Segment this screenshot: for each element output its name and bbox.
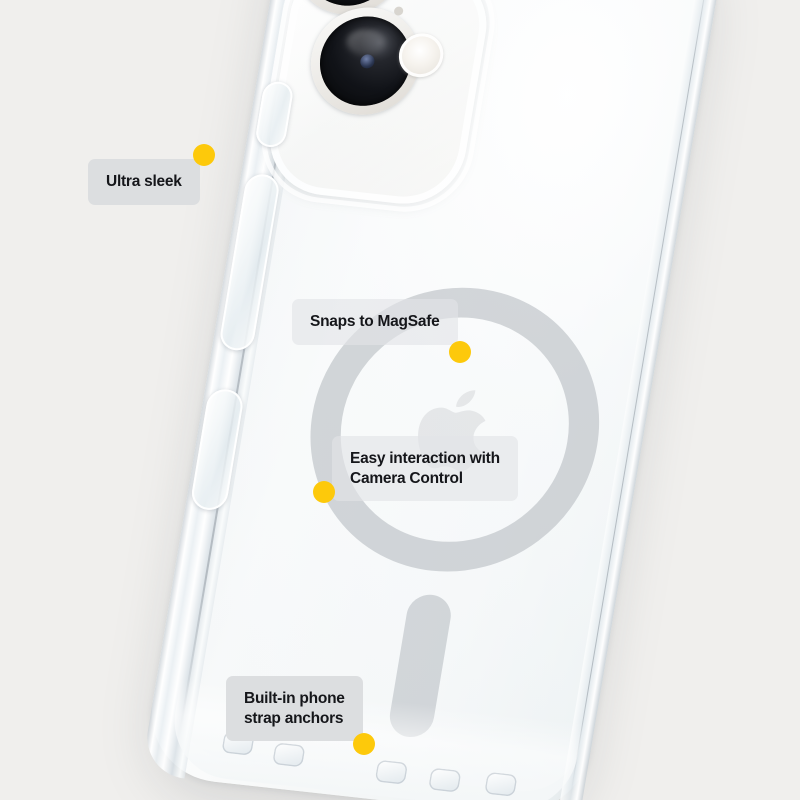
strap-anchor-cutout: [428, 767, 462, 793]
lens-iris: [358, 53, 376, 69]
callout-label-snaps-to-magsafe: Snaps to MagSafe: [292, 299, 458, 345]
strap-anchor-cutout: [272, 742, 306, 768]
strap-anchor-cutout: [484, 771, 518, 797]
callout-dot-strap-anchors[interactable]: [353, 733, 375, 755]
callout-label-ultra-sleek: Ultra sleek: [88, 159, 200, 205]
callout-dot-snaps-to-magsafe[interactable]: [449, 341, 471, 363]
callout-dot-camera-control[interactable]: [313, 481, 335, 503]
callout-label-strap-anchors: Built-in phone strap anchors: [226, 676, 363, 742]
callout-label-camera-control: Easy interaction with Camera Control: [332, 436, 518, 502]
callout-dot-ultra-sleek[interactable]: [193, 144, 215, 166]
strap-anchor-cutout: [374, 759, 409, 785]
